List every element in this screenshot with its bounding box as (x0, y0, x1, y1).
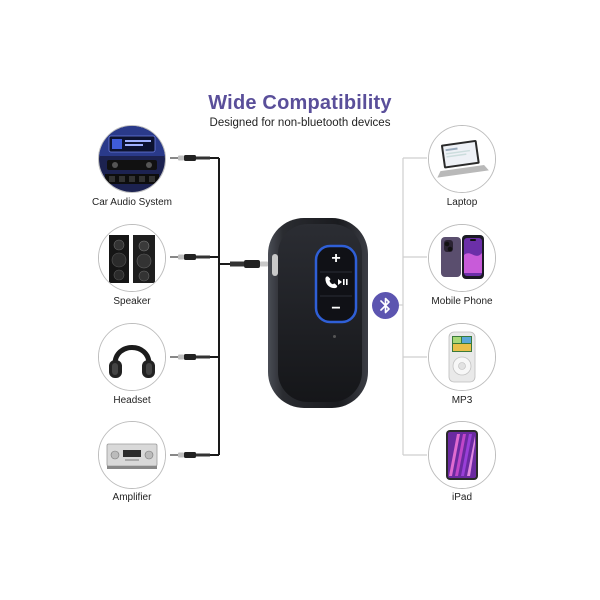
car-audio-circle (98, 125, 166, 193)
headset-label: Headset (113, 395, 151, 406)
amplifier-icon (99, 422, 165, 488)
bluetooth-icon (380, 297, 390, 314)
page-subtitle: Designed for non-bluetooth devices (209, 117, 391, 129)
amplifier-label: Amplifier (112, 492, 152, 503)
mp3-label: MP3 (451, 395, 473, 406)
car-audio-label: Car Audio System (91, 197, 173, 208)
speaker-icon (99, 225, 165, 291)
mp3-circle (428, 323, 496, 391)
laptop-label: Laptop (446, 197, 478, 208)
mobile-phone-icon (429, 225, 495, 291)
ipad-label: iPad (451, 492, 472, 503)
phone-play-pause-icon (325, 276, 348, 289)
call-play-pause-button[interactable] (316, 272, 356, 296)
car-stereo-icon (99, 126, 165, 192)
laptop-icon (429, 126, 495, 192)
headphones-icon (99, 324, 165, 390)
ipad-circle (428, 421, 496, 489)
bluetooth-badge (372, 292, 399, 319)
mp3-player-icon (429, 324, 495, 390)
laptop-circle (428, 125, 496, 193)
control-panel (314, 244, 358, 324)
mobile-phone-label: Mobile Phone (431, 296, 493, 307)
amplifier-circle (98, 421, 166, 489)
status-led (333, 335, 336, 338)
page-title: Wide Compatibility (208, 92, 392, 114)
speaker-circle (98, 224, 166, 292)
volume-up-button[interactable]: + (331, 250, 341, 267)
volume-down-button[interactable]: − (331, 300, 341, 317)
mobile-phone-circle (428, 224, 496, 292)
headset-circle (98, 323, 166, 391)
speaker-label: Speaker (113, 296, 151, 307)
bluetooth-receiver: + − (262, 214, 374, 417)
audio-jack-plugs (170, 155, 274, 458)
tablet-icon (429, 422, 495, 488)
